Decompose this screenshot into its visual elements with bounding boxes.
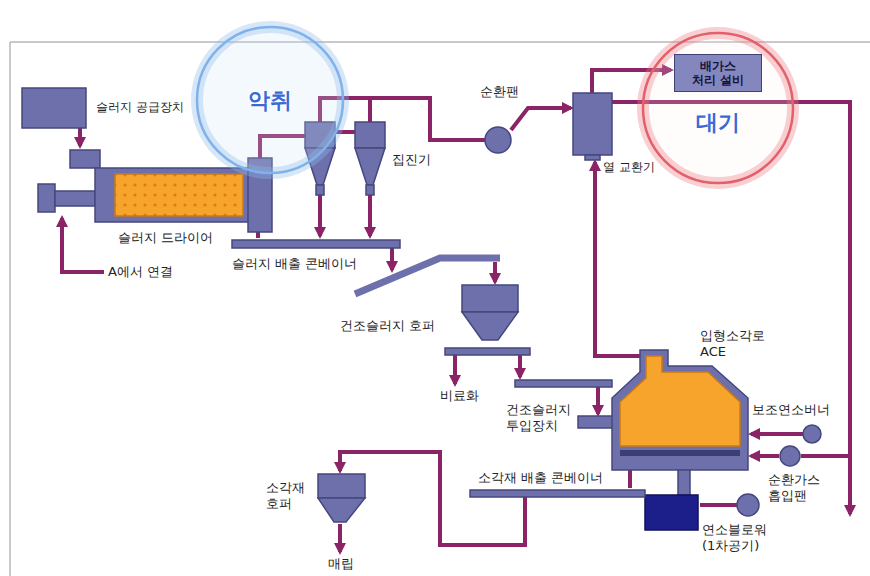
part-label: 소각재 호퍼 [266,480,312,511]
part-label: 매립 [328,556,354,572]
equipment [355,148,385,185]
pipe [700,503,737,507]
pipe [511,108,571,130]
pipe [340,452,525,545]
equipment [737,494,759,516]
highlight-circle: 악취 [190,20,350,180]
circle-ring [643,33,793,183]
part-label: 연소블로워 (1차공기) [702,522,780,553]
part-label: 비료화 [440,388,479,404]
part-label: 슬러지 배출 콘베이너 [232,256,357,272]
pipe [78,128,82,146]
pipe [338,524,342,552]
pipe [596,387,600,414]
part-label: 순환팬 [480,84,519,100]
pipe [256,232,260,238]
equipment [232,240,400,248]
part-label: 순환가스 흡입팬 [768,472,832,503]
part-label: A에서 연결 [108,264,173,280]
equipment [645,495,698,530]
part-label: 집진기 [392,152,431,168]
part-label: 건조슬러지 투입장치 [506,402,576,433]
pipe [595,162,642,356]
callout-text: 악취 [190,88,350,114]
pipe [751,454,779,458]
part-label: 슬러지 공급장치 [96,100,184,114]
equipment [95,168,255,222]
equipment [316,185,324,195]
equipment [55,191,95,206]
equipment [780,446,800,466]
equipment [678,470,690,495]
equipment [318,498,365,522]
box-text: 배가스 처리 설비 [690,59,746,88]
circle-glow [643,33,793,183]
equipment [485,127,511,153]
part-label: 건조슬러지 호퍼 [340,318,435,334]
pipe [318,195,322,236]
pipe [801,454,850,458]
process-box: 배가스 처리 설비 [674,54,762,92]
equipment [355,122,385,148]
equipment [573,93,612,155]
equipment [803,425,821,443]
pipe [493,262,497,282]
callout-text: 대기 [636,110,800,136]
equipment [515,380,612,387]
equipment [620,450,740,456]
pipe [628,470,632,488]
equipment [585,155,600,160]
equipment [445,348,530,355]
circle-outline [636,26,800,190]
part-label: 열 교환기 [603,160,655,174]
pipe [368,195,372,236]
equipment [318,474,365,498]
pipe [368,98,372,122]
pipe [518,355,522,377]
equipment [366,185,374,195]
equipment [22,88,86,128]
equipment [70,150,100,168]
pipe [453,355,457,384]
equipment [462,312,518,340]
highlight-circle: 대기 배가스 처리 설비 [636,26,800,190]
part-label: 보조연소버너 [752,402,830,418]
part-label: 소각재 배출 콘베이너 [478,470,603,486]
part-label: 입형소각로 ACE [700,328,772,359]
equipment [462,285,518,312]
equipment [115,174,243,216]
equipment [38,184,55,212]
part-label: 슬러지 드라이어 [118,230,213,246]
pipe [62,218,104,272]
equipment [470,490,645,497]
equipment [620,356,740,446]
pipe [751,432,803,436]
pipe [390,248,394,270]
equipment [612,350,748,470]
